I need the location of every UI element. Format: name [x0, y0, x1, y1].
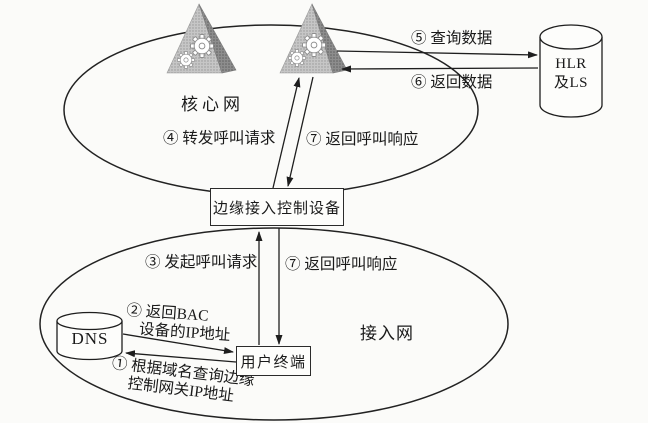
arrow-step1-dns-query — [125, 350, 237, 363]
core-network-ellipse — [63, 24, 479, 196]
softswitch-pyramid-left — [166, 3, 237, 74]
access-network-label: 接入网 — [360, 324, 414, 343]
access-network-ellipse — [39, 227, 509, 421]
user-terminal-label: 用户终端 — [240, 354, 307, 371]
arrow-step6-return-data — [341, 65, 539, 73]
core-network-label: 核心网 — [181, 95, 244, 114]
step2-label: ② 返回BAC 设备的IP地址 — [124, 302, 232, 346]
hlr-label: HLR 及LS — [540, 55, 602, 93]
gear-icon — [190, 34, 214, 58]
user-terminal-box: 用户终端 — [236, 346, 311, 376]
step6-label: ⑥ 返回数据 — [411, 74, 493, 91]
hlr-label-line1: HLR — [555, 56, 587, 72]
arrow-step5-query-data — [336, 50, 538, 59]
gear-icon — [288, 49, 306, 67]
step7-access-label: ⑦ 返回呼叫响应 — [285, 256, 398, 273]
step3-label: ③ 发起呼叫请求 — [145, 254, 258, 271]
edge-access-controller-label: 边缘接入控制设备 — [212, 200, 341, 217]
dns-label: DNS — [71, 329, 109, 348]
step7-core-label: ⑦ 返回呼叫响应 — [306, 131, 419, 148]
gear-icon — [177, 51, 195, 69]
arrow-step7-core-response — [286, 76, 314, 187]
hlr-label-line2: 及LS — [553, 74, 588, 91]
step5-label: ⑤ 查询数据 — [411, 30, 493, 47]
arrow-step2-return-ip — [122, 333, 234, 355]
hlr-cylinder — [539, 24, 603, 118]
arrow-step4-forward-call — [272, 77, 301, 189]
step4-label: ④ 转发呼叫请求 — [163, 130, 276, 147]
edge-access-controller-box: 边缘接入控制设备 — [210, 188, 344, 226]
softswitch-pyramid-right — [279, 3, 348, 74]
dns-cylinder — [56, 311, 123, 361]
gear-icon — [302, 33, 326, 57]
